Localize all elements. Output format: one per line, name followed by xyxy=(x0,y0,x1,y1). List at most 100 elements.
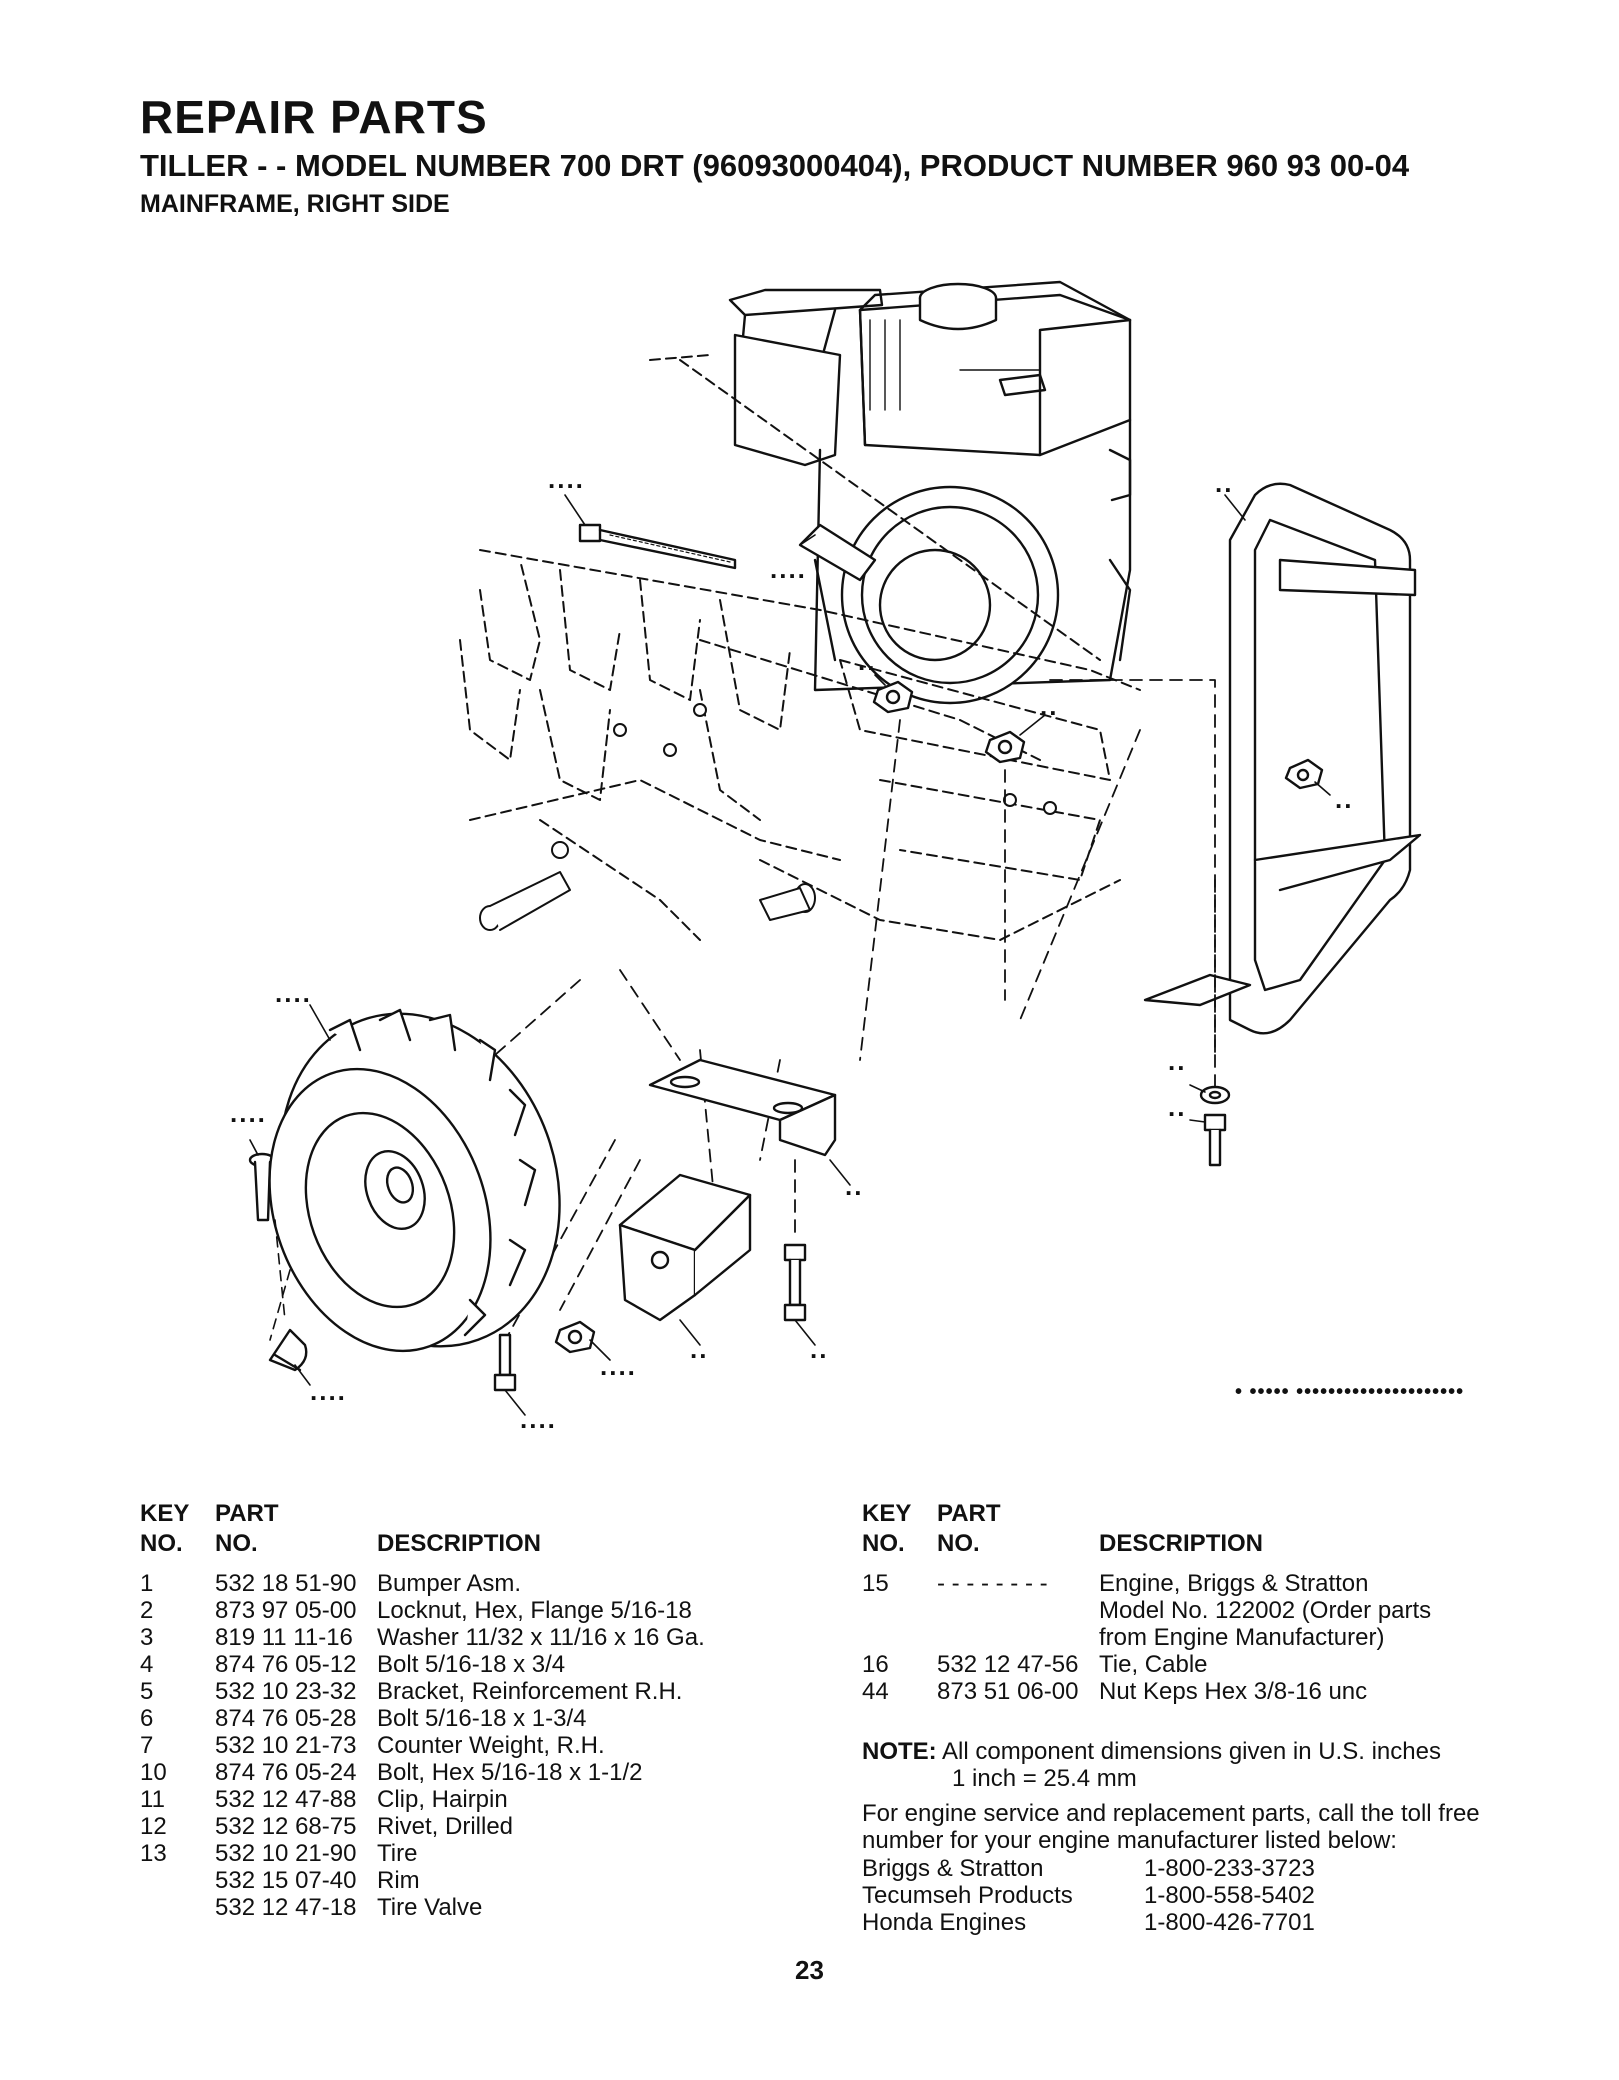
part-no: 532 12 47-88 xyxy=(215,1786,357,1813)
manufacturer-name: Tecumseh Products xyxy=(862,1882,1073,1909)
part-no: 532 10 23-32 xyxy=(215,1678,357,1705)
key-no: 3 xyxy=(140,1624,154,1651)
parts-table-right: KEY PART NO. NO. DESCRIPTION 15- - - - -… xyxy=(862,1500,1562,1705)
part-no: 532 12 47-18 xyxy=(215,1894,357,1921)
page-number: 23 xyxy=(795,1955,824,1985)
part-no: 873 51 06-00 xyxy=(937,1678,1079,1705)
callout-engine: .... xyxy=(770,554,807,584)
callout-bolt-right: .. xyxy=(1168,1092,1186,1122)
header-part-no: NO. xyxy=(215,1530,258,1557)
header-part: PART xyxy=(937,1500,1001,1527)
table-row: Model No. 122002 (Order parts xyxy=(862,1597,1562,1624)
part-no: 532 12 68-75 xyxy=(215,1813,357,1840)
description: Rim xyxy=(377,1867,420,1894)
manufacturer-phone: 1-800-426-7701 xyxy=(1144,1909,1315,1936)
header-part-no: NO. xyxy=(937,1530,980,1557)
description: from Engine Manufacturer) xyxy=(1099,1624,1385,1651)
description: Washer 11/32 x 11/16 x 16 Ga. xyxy=(377,1624,705,1651)
page-title: REPAIR PARTS xyxy=(140,91,488,143)
callout-nut-right: .. xyxy=(1335,784,1353,814)
footer-code: • ••••• ••••••••••••••••••••• xyxy=(1235,1381,1464,1403)
header-key: KEY xyxy=(140,1500,190,1527)
manufacturer-name: Honda Engines xyxy=(862,1909,1027,1936)
part-no: 532 10 21-90 xyxy=(215,1840,357,1867)
table-row: 532 15 07-40 Rim xyxy=(140,1867,840,1894)
part-no: 532 15 07-40 xyxy=(215,1867,357,1894)
table-row: 11 532 12 47-88 Clip, Hairpin xyxy=(140,1786,840,1813)
bumper xyxy=(1143,482,1422,1035)
table-row: from Engine Manufacturer) xyxy=(862,1624,1562,1651)
description: Bumper Asm. xyxy=(377,1570,522,1597)
description: Locknut, Hex, Flange 5/16-18 xyxy=(377,1597,692,1624)
header-description: DESCRIPTION xyxy=(1099,1530,1264,1557)
table-row: 6 874 76 05-28 Bolt 5/16-18 x 1-3/4 xyxy=(140,1705,840,1732)
description: Engine, Briggs & Stratton xyxy=(1099,1570,1369,1597)
description: Bolt, Hex 5/16-18 x 1-1/2 xyxy=(377,1759,643,1786)
key-no: 16 xyxy=(862,1651,889,1678)
table-row: 2 873 97 05-00 Locknut, Hex, Flange 5/16-1… xyxy=(140,1597,840,1624)
manufacturer-phone: 1-800-233-3723 xyxy=(1144,1855,1315,1882)
key-no: 15 xyxy=(862,1570,889,1597)
key-no: 4 xyxy=(140,1651,154,1678)
key-no: 2 xyxy=(140,1597,154,1624)
callout-locknut-left: .. xyxy=(858,646,876,676)
key-no: 5 xyxy=(140,1678,154,1705)
header-key-no: NO. xyxy=(862,1530,905,1557)
description: Rivet, Drilled xyxy=(377,1813,514,1840)
key-no: 7 xyxy=(140,1732,154,1759)
callout-washer: .. xyxy=(1168,1046,1186,1076)
note-line2: 1 inch = 25.4 mm xyxy=(952,1765,1137,1792)
description: Clip, Hairpin xyxy=(377,1786,508,1813)
callout-bumper: .. xyxy=(1215,468,1233,498)
header-key: KEY xyxy=(862,1500,912,1527)
key-no: 13 xyxy=(140,1840,167,1867)
part-no: 874 76 05-12 xyxy=(215,1651,357,1678)
key-no: 12 xyxy=(140,1813,167,1840)
callout-hairpin: .... xyxy=(310,1376,347,1406)
callout-bracket: .. xyxy=(845,1171,863,1201)
key-no: 6 xyxy=(140,1705,154,1732)
header-description: DESCRIPTION xyxy=(377,1530,542,1557)
model-subtitle: TILLER - - MODEL NUMBER 700 DRT (9609300… xyxy=(140,148,1410,183)
counter-weight xyxy=(618,1173,752,1322)
note-label: NOTE: xyxy=(862,1738,937,1765)
callout-locknut-right: .. xyxy=(1040,691,1058,721)
key-no: 1 xyxy=(140,1570,154,1597)
section-title: MAINFRAME, RIGHT SIDE xyxy=(140,190,450,218)
callout-rivet: .... xyxy=(230,1098,267,1128)
manufacturer-phone: 1-800-558-5402 xyxy=(1144,1882,1315,1909)
part-no: 873 97 05-00 xyxy=(215,1597,357,1624)
callout-tire: .... xyxy=(275,978,312,1008)
table-row: 15- - - - - - - -Engine, Briggs & Stratt… xyxy=(862,1570,1562,1597)
table-row: 3 819 11 11-16 Washer 11/32 x 11/16 x 16 G… xyxy=(140,1624,840,1651)
key-no: 11 xyxy=(140,1786,165,1813)
manufacturer-name: Briggs & Stratton xyxy=(862,1855,1044,1882)
exploded-parts-diagram: .... .... .. .. .. .. .. .. .... .... ..… xyxy=(230,280,1464,1434)
service-text: For engine service and replacement parts… xyxy=(862,1800,1480,1854)
part-no: 874 76 05-28 xyxy=(215,1705,357,1732)
callout-weight: .. xyxy=(690,1334,708,1364)
description: Model No. 122002 (Order parts xyxy=(1099,1597,1432,1624)
tire-and-wheel xyxy=(268,1008,561,1353)
description: Nut Keps Hex 3/8-16 unc xyxy=(1099,1678,1368,1705)
part-no: 532 18 51-90 xyxy=(215,1570,357,1597)
table-row: 5 532 10 23-32 Bracket, Reinforcement R.H. xyxy=(140,1678,840,1705)
note-line1: All component dimensions given in U.S. i… xyxy=(942,1738,1441,1765)
table-row: 12 532 12 68-75 Rivet, Drilled xyxy=(140,1813,840,1840)
callout-nut-bottom: .... xyxy=(600,1351,637,1381)
description: Tie, Cable xyxy=(1099,1651,1208,1678)
header-part: PART xyxy=(215,1500,279,1527)
description: Counter Weight, R.H. xyxy=(377,1732,605,1759)
part-no: 874 76 05-24 xyxy=(215,1759,357,1786)
part-no: 819 11 11-16 xyxy=(215,1624,353,1651)
description: Bolt 5/16-18 x 1-3/4 xyxy=(377,1705,587,1732)
description: Bracket, Reinforcement R.H. xyxy=(377,1678,683,1705)
part-no: 532 10 21-73 xyxy=(215,1732,357,1759)
header-key-no: NO. xyxy=(140,1530,183,1557)
cable-tie xyxy=(578,523,737,570)
